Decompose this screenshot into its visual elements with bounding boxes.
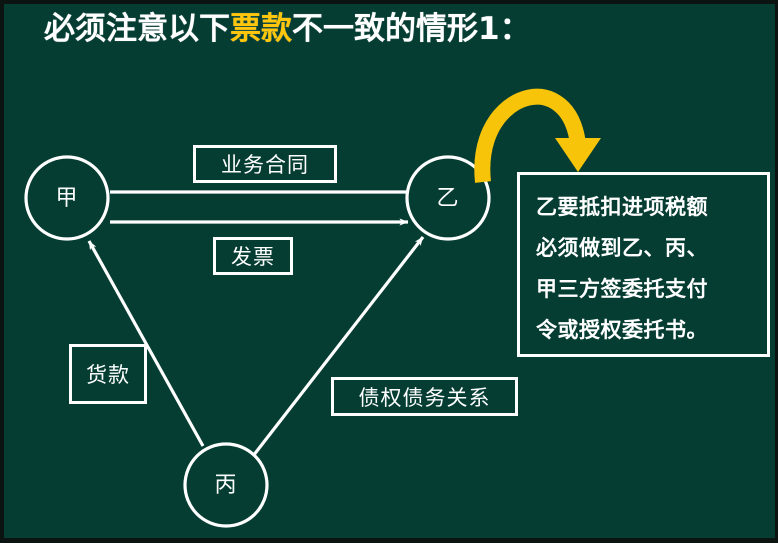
note-line-2: 必须做到乙、丙、	[536, 236, 708, 260]
node-circle-yi	[405, 155, 491, 241]
note-box: 乙要抵扣进项税额 必须做到乙、丙、 甲三方签委托支付 令或授权委托书。	[517, 172, 770, 357]
page-title: 必须注意以下票款不一致的情形1：	[44, 7, 531, 51]
connector-goods-payment	[87, 240, 205, 447]
yi-to-note-arrow	[474, 88, 601, 183]
node-label-yi: 乙	[436, 186, 460, 211]
node-label-jia: 甲	[55, 186, 79, 211]
node-label-bing: 丙	[214, 473, 238, 498]
tag-creditor-debtor: 债权债务关系	[331, 377, 518, 416]
node-circle-jia	[24, 155, 110, 241]
diagram-vector-layer	[24, 88, 601, 528]
connector-creditor-debtor	[251, 236, 425, 457]
note-line-4: 令或授权委托书。	[536, 318, 708, 342]
tag-invoice: 发票	[213, 237, 293, 275]
note-line-1: 乙要抵扣进项税额	[536, 195, 708, 219]
title-highlight: 票款	[230, 11, 292, 47]
tag-goods-payment: 货款	[69, 344, 147, 404]
node-circle-bing	[183, 442, 269, 528]
note-line-3: 甲三方签委托支付	[536, 277, 708, 301]
title-suffix: 不一致的情形1：	[292, 11, 531, 47]
tag-business-contract: 业务合同	[193, 145, 337, 183]
title-prefix: 必须注意以下	[44, 11, 230, 47]
